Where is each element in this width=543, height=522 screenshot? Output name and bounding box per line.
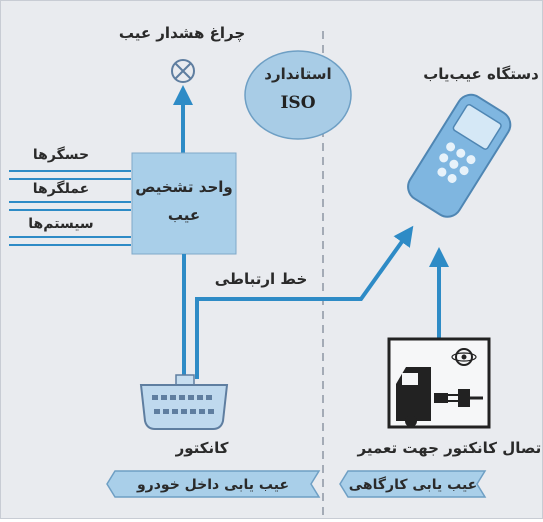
repair-connector-label: اتصال کانکتور جهت تعمیر [357, 439, 542, 457]
actuators-label: عملگرها [33, 180, 89, 197]
diag-unit-label-line2: عیب [168, 206, 200, 224]
comm-line [195, 225, 414, 379]
comm-line-label: خط ارتباطی [215, 270, 308, 288]
scan-tool-label: دستگاه عیب‌یاب [423, 65, 539, 83]
connector-label: کانکتور [175, 439, 229, 457]
tab-in-vehicle: عیب یابی داخل خودرو [106, 470, 321, 498]
iso-label: ISO [280, 93, 315, 113]
standard-label: استاندارد [264, 65, 331, 83]
sensors-label: حسگرها [33, 146, 89, 163]
iso-standard-ellipse [244, 50, 352, 140]
input-lines [9, 170, 131, 246]
systems-label: سیستم‌ها [28, 216, 93, 232]
lamp-cross-icon [171, 59, 195, 83]
car-repair-icon [387, 337, 491, 429]
tab-workshop: عیب یابی کارگاهی [339, 470, 487, 498]
diag-unit-label-line1: واحد تشخیص [135, 178, 232, 196]
obd-connector-icon [139, 374, 229, 430]
tab-workshop-label: عیب یابی کارگاهی [349, 476, 478, 493]
tab-in-vehicle-label: عیب یابی داخل خودرو [136, 477, 289, 493]
diag-unit-box [131, 152, 237, 255]
handheld-scanner-icon [407, 93, 512, 218]
warning-lamp-label: چراغ هشدار عیب [119, 24, 245, 43]
